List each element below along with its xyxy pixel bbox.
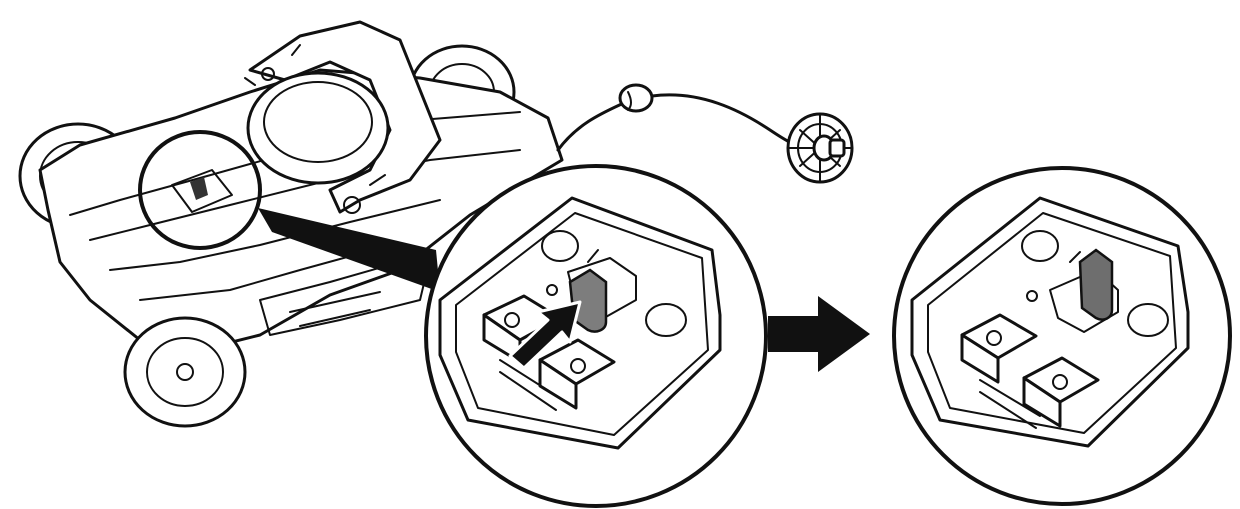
- power-switch-zoom-after: [892, 166, 1232, 506]
- power-switch-zoom-before: [424, 164, 768, 508]
- cable-float-icon: [618, 83, 654, 113]
- next-step-arrow-icon: [768, 296, 870, 372]
- body-switch-panel: [171, 169, 233, 213]
- cleaner-filter-dome: [246, 71, 390, 185]
- push-arrow-icon: [508, 300, 582, 370]
- power-switch-lever-on: [1078, 248, 1114, 321]
- front-left-wheel: [123, 316, 247, 428]
- switch-highlight-circle: [138, 130, 262, 250]
- cleaner-handle: [248, 20, 442, 214]
- power-cable-with-swivel: [556, 83, 854, 184]
- power-switch-lever-off: [568, 268, 608, 333]
- swivel-connector-icon: [786, 112, 854, 184]
- zoom-callout-wedge: [258, 208, 440, 292]
- robot-pool-cleaner-illustration: [18, 20, 564, 428]
